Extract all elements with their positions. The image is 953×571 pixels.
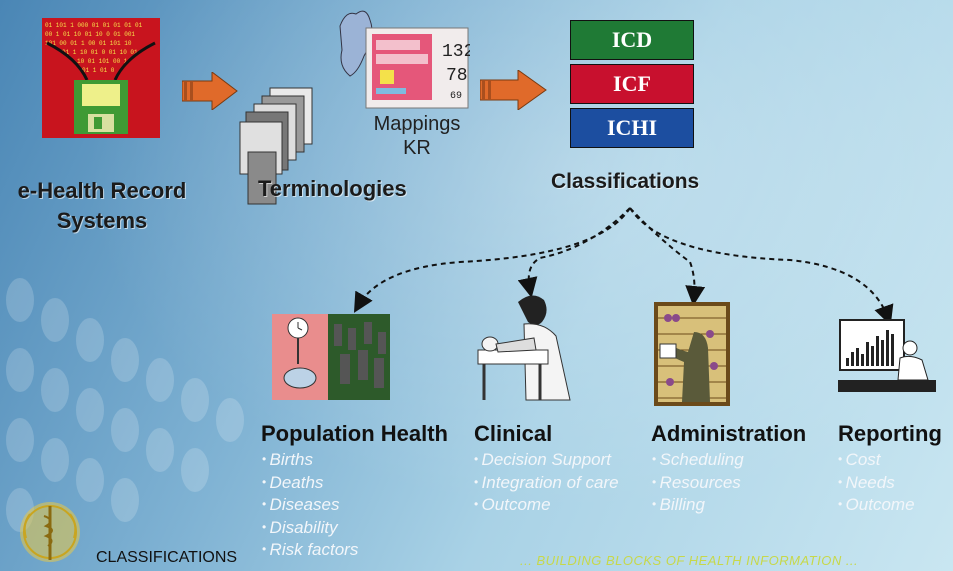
list-item: Deaths xyxy=(262,471,358,494)
footer-tagline: ... BUILDING BLOCKS OF HEALTH INFORMATIO… xyxy=(520,553,859,568)
clinical-list: Decision Support Integration of care Out… xyxy=(474,448,619,516)
icf-box: ICF xyxy=(570,64,694,104)
who-emblem-logo xyxy=(20,502,80,562)
reporting-chart-image xyxy=(838,319,936,392)
icd-box: ICD xyxy=(570,20,694,60)
ehealth-label-line1: e-Health Record xyxy=(17,178,187,203)
category-title-population-health: Population Health xyxy=(261,421,448,446)
svg-text:101 00 01 1 00 01 101 10: 101 00 01 1 00 01 101 10 xyxy=(45,40,132,47)
monitor-value-1: 132 xyxy=(442,42,470,62)
administration-abacus-image xyxy=(654,302,730,406)
clinical-image xyxy=(477,295,571,401)
arrow-to-reporting xyxy=(629,207,894,326)
reporting-list: Cost Needs Outcome xyxy=(838,448,915,516)
list-item: Disability xyxy=(262,516,358,539)
svg-text:01 101 1 000 01 01 01 01 01: 01 101 1 000 01 01 01 01 01 xyxy=(45,22,143,29)
ichi-box: ICHI xyxy=(570,108,694,148)
list-item: Cost xyxy=(838,448,915,471)
administration-list: Scheduling Resources Billing xyxy=(652,448,744,516)
svg-text:01 1 01 0: 01 1 01 0 xyxy=(82,67,115,74)
terminologies-label: Terminologies xyxy=(258,176,407,201)
svg-text:10 01 101 00 1: 10 01 101 00 1 xyxy=(77,58,128,65)
arrow-to-administration xyxy=(629,207,706,306)
population-health-image xyxy=(272,314,390,400)
mappings-label-line2: KR xyxy=(403,137,431,159)
list-item: Outcome xyxy=(474,493,619,516)
arrow-to-population-health xyxy=(353,207,631,313)
category-title-administration: Administration xyxy=(651,421,807,446)
list-item: Risk factors xyxy=(262,538,359,561)
population-health-list: Births Deaths Diseases Disability Risk f… xyxy=(262,448,359,561)
list-item: Decision Support xyxy=(474,448,619,471)
list-item: Scheduling xyxy=(652,448,744,471)
ehealth-label-line2: Systems xyxy=(56,208,148,233)
classifications-label: Classifications xyxy=(551,170,700,193)
list-item: Births xyxy=(262,448,358,471)
arrow-right-icon xyxy=(182,72,238,110)
mappings-chart-icon: 132 78 69 xyxy=(339,10,470,109)
category-title-reporting: Reporting xyxy=(838,421,942,446)
footer-classifications-label: CLASSIFICATIONS xyxy=(96,549,238,566)
monitor-value-2: 78 xyxy=(446,66,468,86)
ehealth-record-icon: 01 101 1 000 01 01 01 01 01 00 1 01 10 0… xyxy=(42,18,160,138)
list-item: Resources xyxy=(652,471,744,494)
arrow-to-clinical xyxy=(517,207,631,298)
mappings-label-line1: Mappings xyxy=(373,113,461,135)
monitor-value-3: 69 xyxy=(450,91,462,102)
list-item: Integration of care xyxy=(474,471,619,494)
list-item: Diseases xyxy=(262,493,358,516)
terminologies-icon xyxy=(239,87,313,205)
list-item: Needs xyxy=(838,471,915,494)
list-item: Outcome xyxy=(838,493,915,516)
category-title-clinical: Clinical xyxy=(474,421,553,446)
svg-text:00 1 01 10 01 10 0 01 001: 00 1 01 10 01 10 0 01 001 xyxy=(45,31,135,38)
svg-text:01 1 10 01 0 01 10 01: 01 1 10 01 0 01 10 01 xyxy=(62,49,138,56)
arrow-right-icon xyxy=(480,70,547,110)
list-item: Billing xyxy=(652,493,744,516)
